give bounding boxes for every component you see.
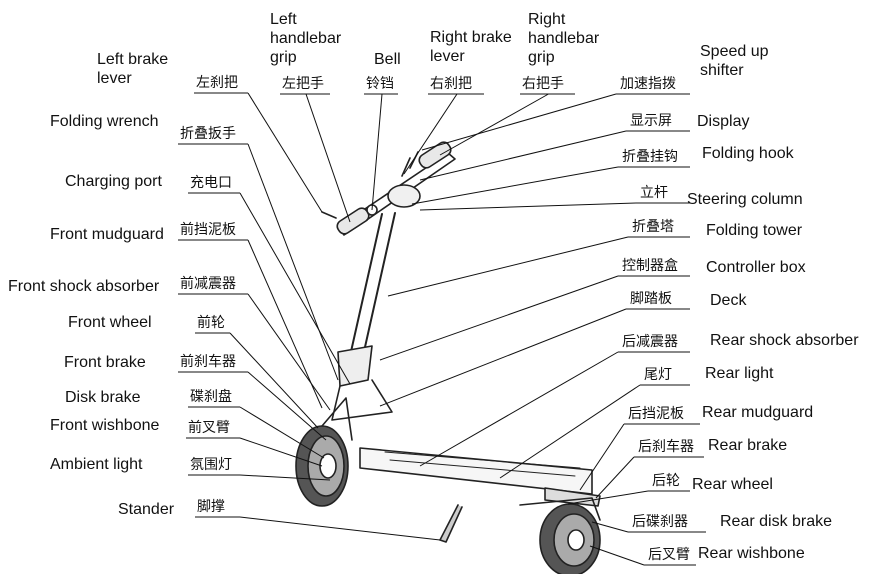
steering-column-label: Steering column [687,191,803,208]
speed-shifter-zh-label: 加速指拨 [620,76,676,92]
folding-tower [331,345,393,421]
rear-mudguard-zh-label: 后挡泥板 [628,406,684,422]
left-handlebar-grip-leader [305,93,351,223]
controller-box-leader [379,275,619,361]
rear-disk-brake-leader [591,521,629,533]
right-handlebar-grip-leader [439,93,549,156]
disk-brake-label: Disk brake [65,389,141,406]
left-brake-lever-leader [247,92,323,213]
front-wheel-leader [229,332,319,429]
rear-wishbone-leader [589,545,645,566]
bell-leader [371,93,383,211]
rear-shock-label: Rear shock absorber [710,332,859,349]
rear-light-zh-label: 尾灯 [644,367,672,383]
charging-port-zh-label: 充电口 [190,175,232,191]
deck [359,447,601,507]
front-shock-label: Front shock absorber [8,278,160,295]
bell-zh-label: 铃铛 [366,76,394,92]
rear-wheel [519,497,601,574]
speed-shifter-leader [421,93,617,151]
front-brake-leader [247,371,327,441]
ambient-light-label: Ambient light [50,456,143,473]
front-shock-zh-label: 前减震器 [180,276,236,292]
ambient-light-leader [239,474,331,481]
ambient-light-zh-label: 氛围灯 [190,457,232,473]
left-handlebar-grip-zh-label: 左把手 [282,76,324,92]
right-handlebar-grip-zh-label: 右把手 [522,76,564,92]
handlebar [321,141,456,236]
rear-disk-brake-label: Rear disk brake [720,513,833,530]
front-brake-zh-label: 前刹车器 [180,354,236,370]
bell-label: Bell [374,51,401,68]
front-wishbone-zh-label: 前叉臂 [188,420,230,436]
disk-brake-leader [239,406,325,459]
front-mudguard-zh-label: 前挡泥板 [180,222,236,238]
display-label: Display [697,113,750,130]
rear-brake-leader [595,456,635,499]
steering-column-zh-label: 立杆 [640,185,668,201]
folding-tower-zh-label: 折叠塔 [632,219,674,235]
steering-column-leader [419,202,637,211]
rear-mudguard-leader [579,423,625,491]
stander-zh-label: 脚撑 [197,499,225,515]
rear-mudguard-label: Rear mudguard [702,404,814,421]
rear-brake-zh-label: 后刹车器 [638,439,694,455]
right-brake-lever-leader [403,93,458,175]
front-mudguard-leader [247,239,323,409]
folding-tower-leader [387,236,629,297]
folding-tower-label: Folding tower [706,222,803,239]
front-wheel-zh-label: 前轮 [197,315,225,331]
deck-leader [379,308,627,407]
display-leader [419,130,627,181]
folding-wrench-zh-label: 折叠扳手 [180,126,236,142]
front-mudguard-label: Front mudguard [50,226,164,243]
display-zh-label: 显示屏 [630,113,672,129]
front-wheel-label: Front wheel [68,314,152,331]
right-brake-lever-zh-label: 右刹把 [430,76,472,92]
front-wheel [295,397,353,507]
rear-brake-label: Rear brake [708,437,788,454]
charging-port-label: Charging port [65,173,162,190]
folding-hook-leader [411,166,619,205]
rear-shock-zh-label: 后减震器 [622,334,678,350]
deck-label: Deck [710,292,747,309]
deck-zh-label: 脚踏板 [630,291,672,307]
stander [439,504,463,543]
disk-brake-zh-label: 碟刹盘 [190,389,232,405]
rear-wheel-zh-label: 后轮 [652,473,680,489]
rear-disk-brake-zh-label: 后碟刹器 [632,514,688,530]
leader-lines [178,92,706,566]
controller-box-label: Controller box [706,259,806,276]
steering-column [349,212,396,357]
charging-port-leader [239,192,351,385]
left-brake-lever-zh-label: 左刹把 [196,75,238,91]
stander-leader [239,516,441,541]
stander-label: Stander [118,501,175,518]
rear-wheel-label: Rear wheel [692,476,773,493]
front-wishbone-label: Front wishbone [50,417,160,434]
rear-wishbone-label: Rear wishbone [698,545,805,562]
folding-wrench-label: Folding wrench [50,113,159,130]
front-shock-leader [247,293,331,411]
front-wishbone-leader [239,437,323,467]
rear-shock-leader [419,351,619,467]
rear-light-leader [499,384,641,479]
scooter-illustration [295,141,601,574]
controller-box-zh-label: 控制器盒 [622,258,678,274]
rear-wheel-leader [567,490,649,505]
folding-hook-zh-label: 折叠挂钩 [622,149,678,165]
folding-hook-label: Folding hook [702,145,794,162]
front-brake-label: Front brake [64,354,146,371]
rear-light-label: Rear light [705,365,774,382]
rear-wishbone-zh-label: 后叉臂 [648,547,690,563]
folding-wrench-leader [247,143,339,381]
